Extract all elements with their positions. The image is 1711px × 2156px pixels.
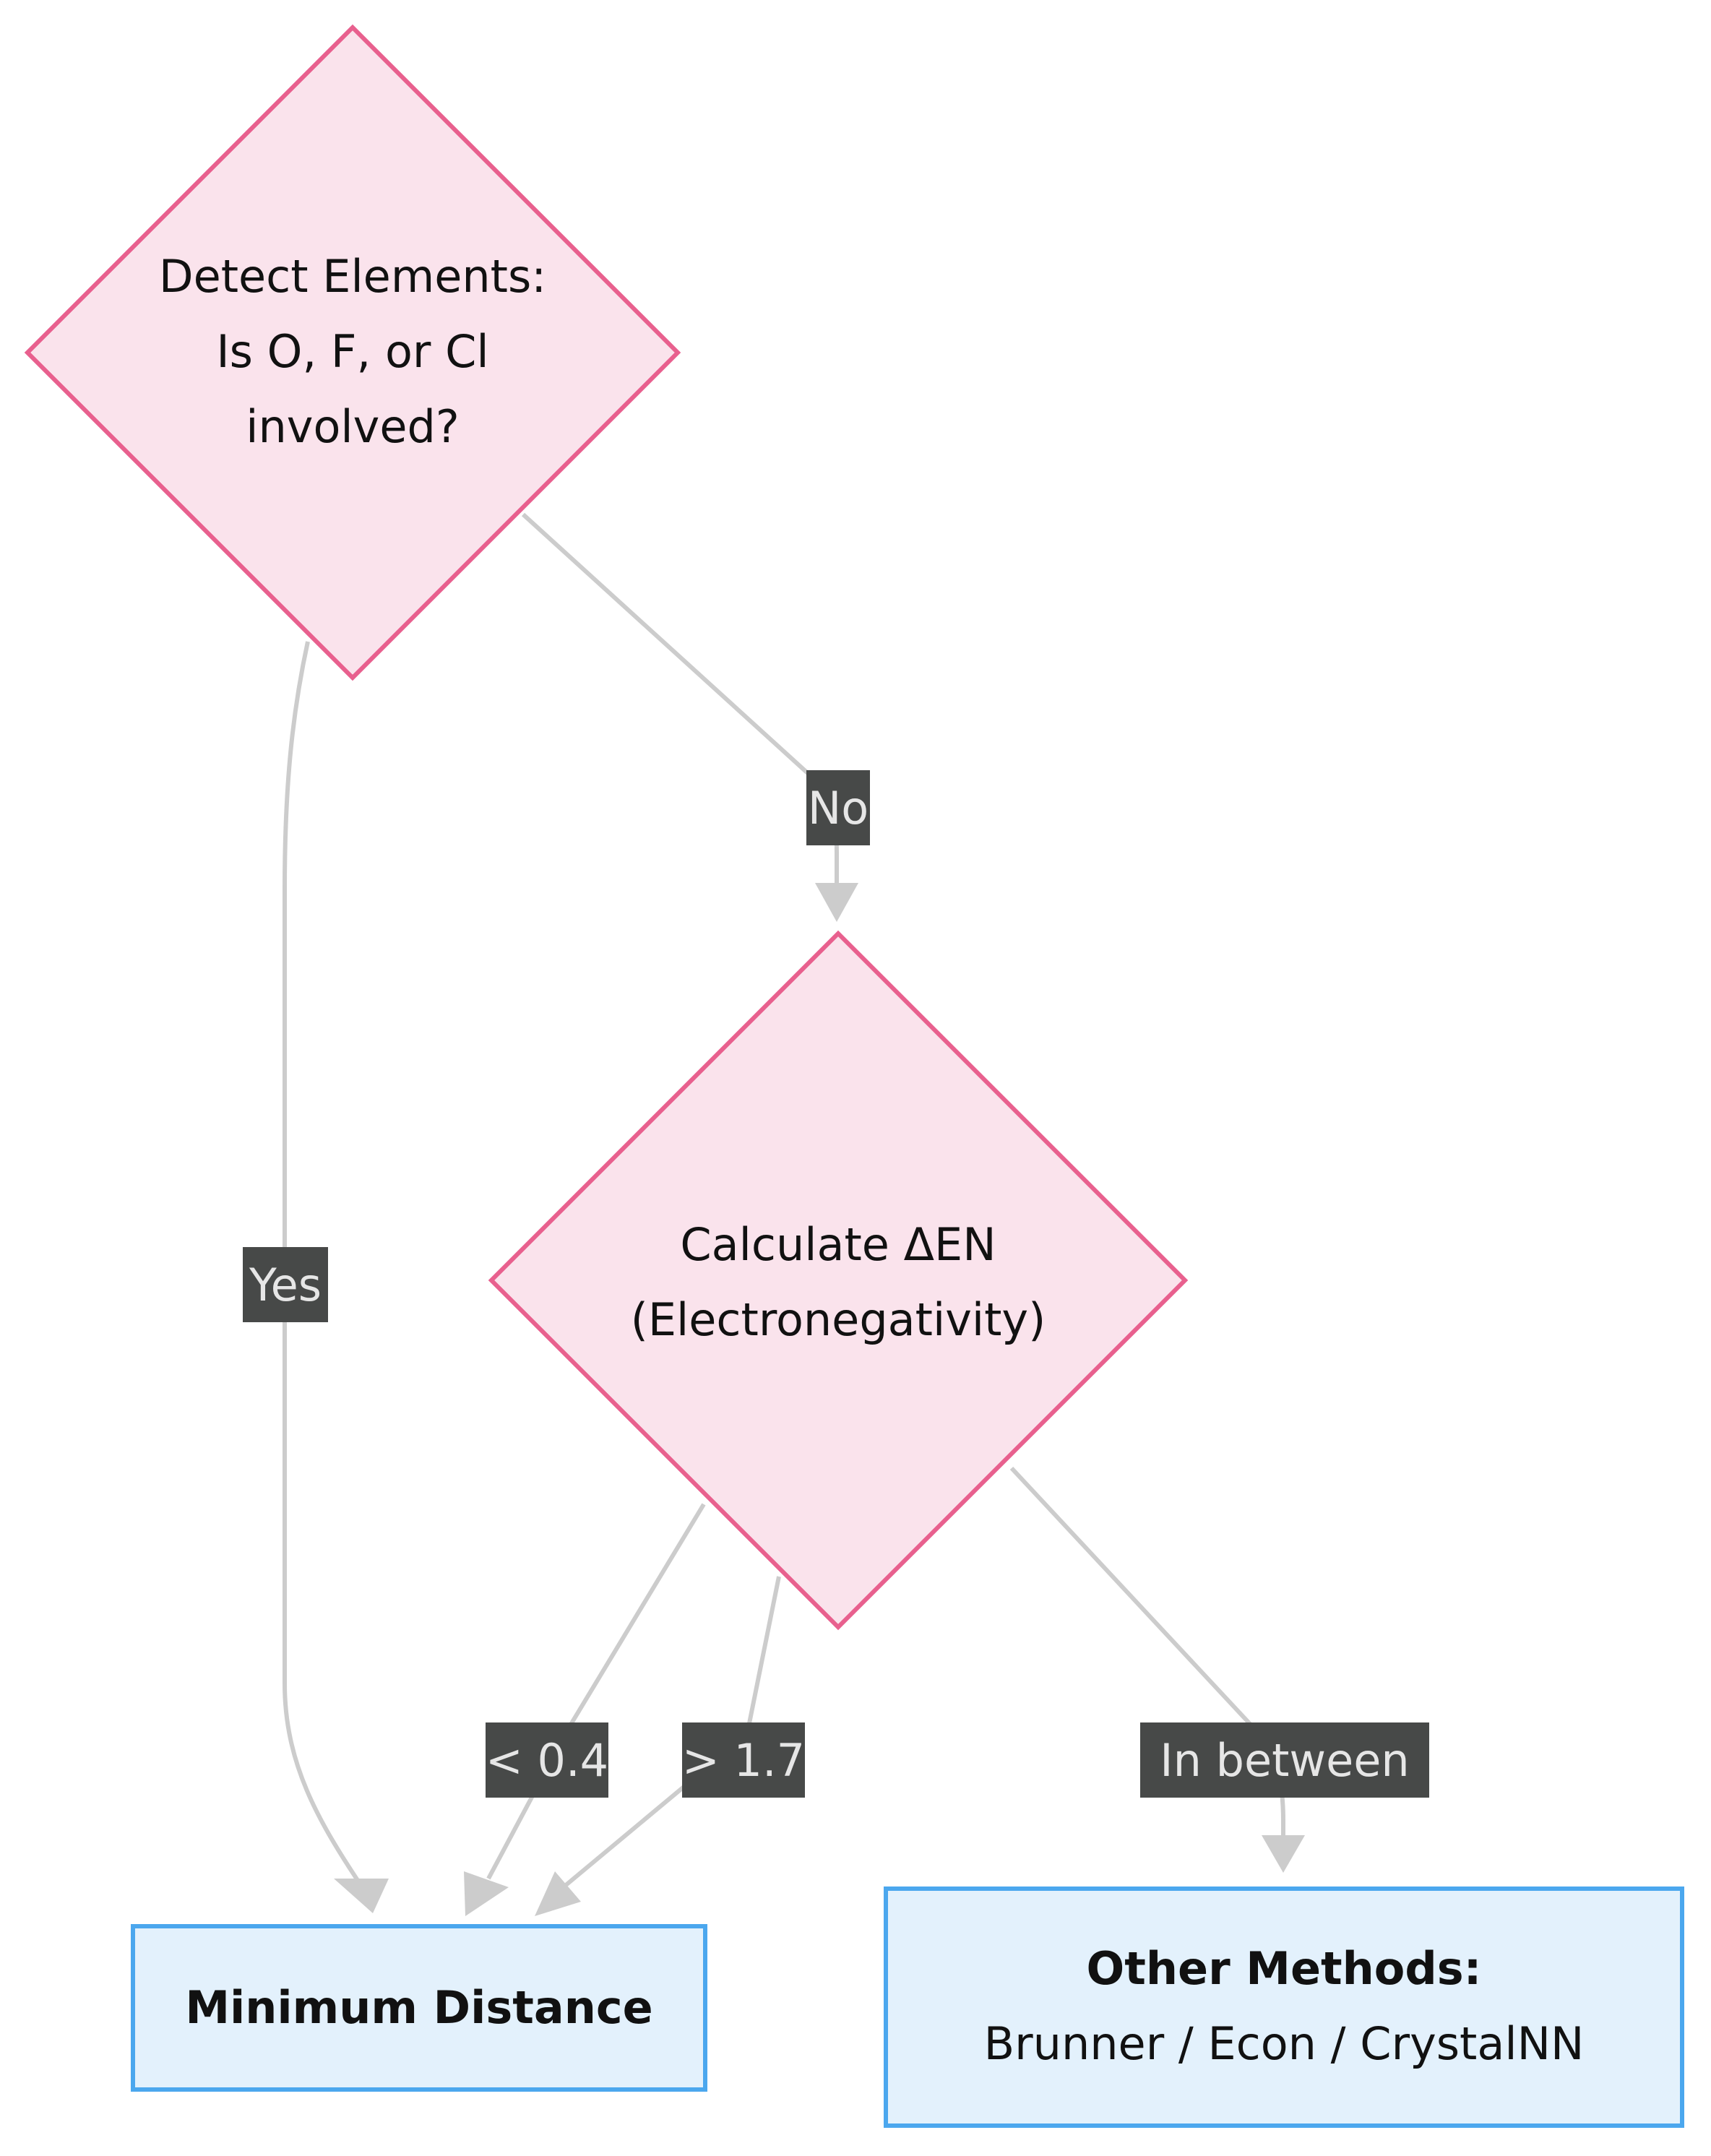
- edge-no-arrowhead: [815, 883, 858, 922]
- detect-line-3: involved?: [246, 400, 459, 453]
- process-other-methods: Other Methods: Brunner / Econ / CrystalN…: [884, 1886, 1684, 2128]
- decision-calculate-en: Calculate ΔEN (Electronegativity): [488, 930, 1189, 1631]
- calculate-line-2: (Electronegativity): [631, 1293, 1046, 1346]
- edge-lt-arrowhead: [464, 1871, 509, 1916]
- edge-label-lt: < 0.4: [486, 1722, 608, 1798]
- edge-label-gt-text: > 1.7: [682, 1734, 805, 1787]
- edge-label-yes-text: Yes: [249, 1259, 322, 1311]
- edge-label-gt: > 1.7: [682, 1722, 805, 1798]
- minimum-distance-label: Minimum Distance: [185, 1981, 652, 2034]
- edge-label-lt-text: < 0.4: [486, 1734, 608, 1787]
- decision-detect-shape: [24, 24, 681, 681]
- minimum-distance-box: [131, 1924, 707, 2092]
- edge-no: [521, 512, 839, 889]
- process-minimum-distance: Minimum Distance: [131, 1924, 707, 2092]
- calculate-line-1: Calculate ΔEN: [680, 1218, 996, 1271]
- edge-gt-arrowhead: [535, 1871, 581, 1916]
- edge-label-yes: Yes: [243, 1247, 328, 1322]
- edge-label-no: No: [806, 770, 870, 845]
- other-methods-subtitle: Brunner / Econ / CrystalNN: [984, 2017, 1585, 2070]
- edge-lt: [486, 1503, 706, 1880]
- other-methods-box: [884, 1886, 1684, 2128]
- detect-line-2: Is O, F, or Cl: [216, 325, 488, 378]
- edge-label-between: In between: [1140, 1722, 1429, 1798]
- other-methods-title: Other Methods:: [1087, 1942, 1482, 1995]
- edge-yes-arrowhead: [334, 1879, 389, 1913]
- detect-line-1: Detect Elements:: [159, 250, 546, 303]
- edge-between-arrowhead: [1262, 1835, 1305, 1873]
- edge-label-between-text: In between: [1160, 1734, 1409, 1787]
- edge-label-no-text: No: [808, 782, 869, 835]
- edge-yes: [283, 641, 363, 1887]
- decision-detect-elements: Detect Elements: Is O, F, or Cl involved…: [24, 24, 681, 681]
- decision-calculate-shape: [488, 930, 1189, 1631]
